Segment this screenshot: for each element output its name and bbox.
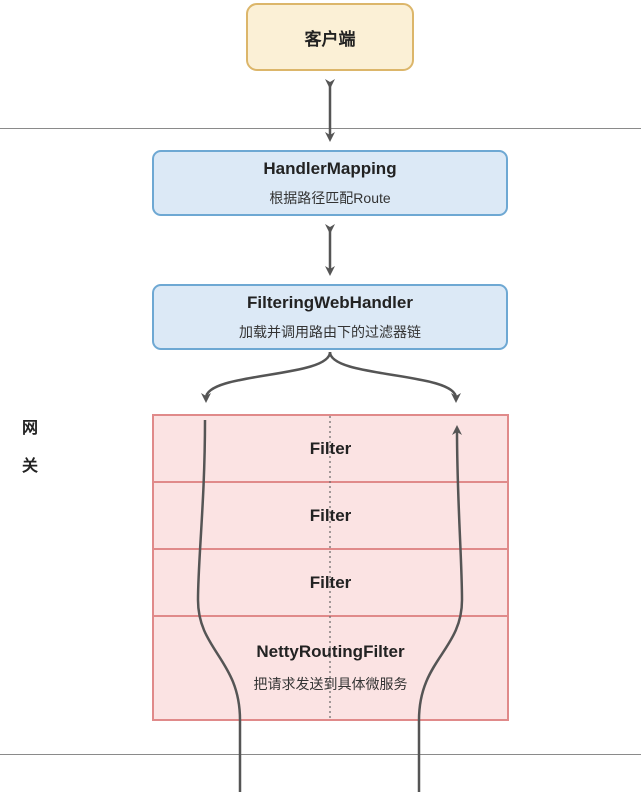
netty-routing-filter-subtitle: 把请求发送到具体微服务 bbox=[253, 676, 408, 692]
filtering-web-handler-title: FilteringWebHandler bbox=[247, 292, 413, 312]
split-right-arrow bbox=[328, 351, 461, 403]
handler-mapping-subtitle: 根据路径匹配Route bbox=[269, 189, 391, 206]
netty-routing-filter-title: NettyRoutingFilter bbox=[256, 642, 405, 661]
filter-1-title: Filter bbox=[309, 438, 352, 458]
filter-row-2: Filter bbox=[154, 483, 507, 550]
filter-2-title: Filter bbox=[309, 505, 352, 525]
handler-mapping-box: HandlerMapping 根据路径匹配Route bbox=[152, 150, 508, 216]
filter-chain: Filter Filter Filter NettyRoutingFilter … bbox=[152, 414, 509, 721]
filter-3-title: Filter bbox=[309, 572, 352, 592]
filter-row-3: Filter bbox=[154, 550, 507, 617]
gateway-label-char-2: 关 bbox=[21, 458, 38, 475]
bottom-separator-line bbox=[0, 754, 641, 755]
filtering-web-handler-subtitle: 加载并调用路由下的过滤器链 bbox=[239, 323, 421, 340]
filter-row-1: Filter bbox=[154, 416, 507, 483]
gateway-label-char-1: 网 bbox=[21, 420, 38, 437]
filtering-web-handler-box: FilteringWebHandler 加载并调用路由下的过滤器链 bbox=[152, 284, 508, 350]
client-box: 客户端 bbox=[246, 3, 414, 71]
client-label: 客户端 bbox=[304, 29, 356, 49]
filter-row-netty-routing: NettyRoutingFilter 把请求发送到具体微服务 bbox=[154, 617, 507, 719]
handler-mapping-title: HandlerMapping bbox=[263, 158, 397, 178]
split-left-arrow bbox=[201, 351, 332, 403]
top-separator-line bbox=[0, 128, 641, 129]
